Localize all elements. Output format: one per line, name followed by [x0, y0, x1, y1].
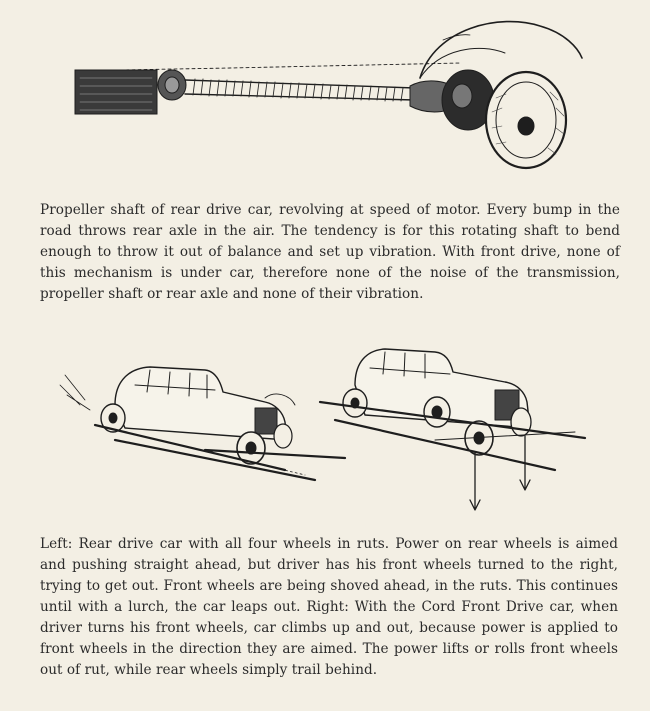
propeller-shaft-illustration	[74, 20, 583, 170]
cars-in-ruts-caption: Left: Rear drive car with all four wheel…	[40, 536, 618, 678]
cars-in-ruts-illustration	[59, 348, 587, 511]
propeller-shaft-caption: Propeller shaft of rear drive car, revol…	[40, 202, 620, 302]
